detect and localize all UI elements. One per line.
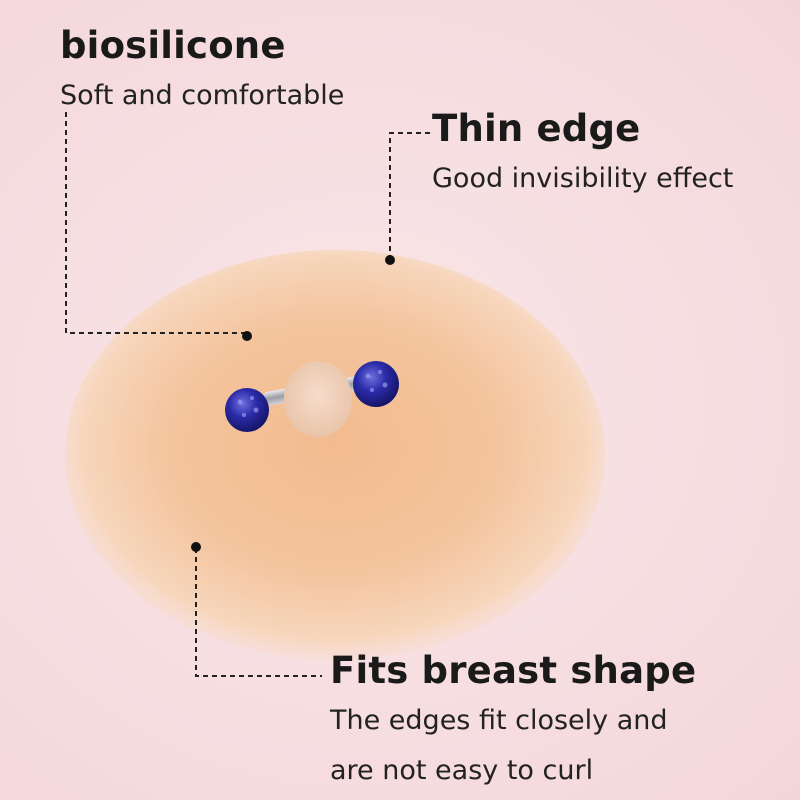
fits-shape-title: Fits breast shape: [330, 649, 697, 692]
callout-dots: [191, 255, 395, 552]
crystal-ball-right: [353, 361, 399, 407]
biosilicone-subtitle: Soft and comfortable: [60, 80, 345, 111]
crystal-ball-left: [225, 388, 269, 432]
thin-edge-title: Thin edge: [432, 107, 641, 150]
barbell-piercing: [225, 361, 399, 437]
leader-lines: [65, 112, 430, 677]
thin-edge-subtitle: Good invisibility effect: [432, 163, 734, 194]
nipple-center: [284, 361, 352, 437]
biosilicone-title: biosilicone: [60, 24, 286, 67]
silicone-pad: [65, 250, 605, 660]
fits-shape-subtitle-line2: are not easy to curl: [330, 755, 594, 786]
fits-shape-subtitle-line1: The edges fit closely and: [330, 705, 668, 736]
